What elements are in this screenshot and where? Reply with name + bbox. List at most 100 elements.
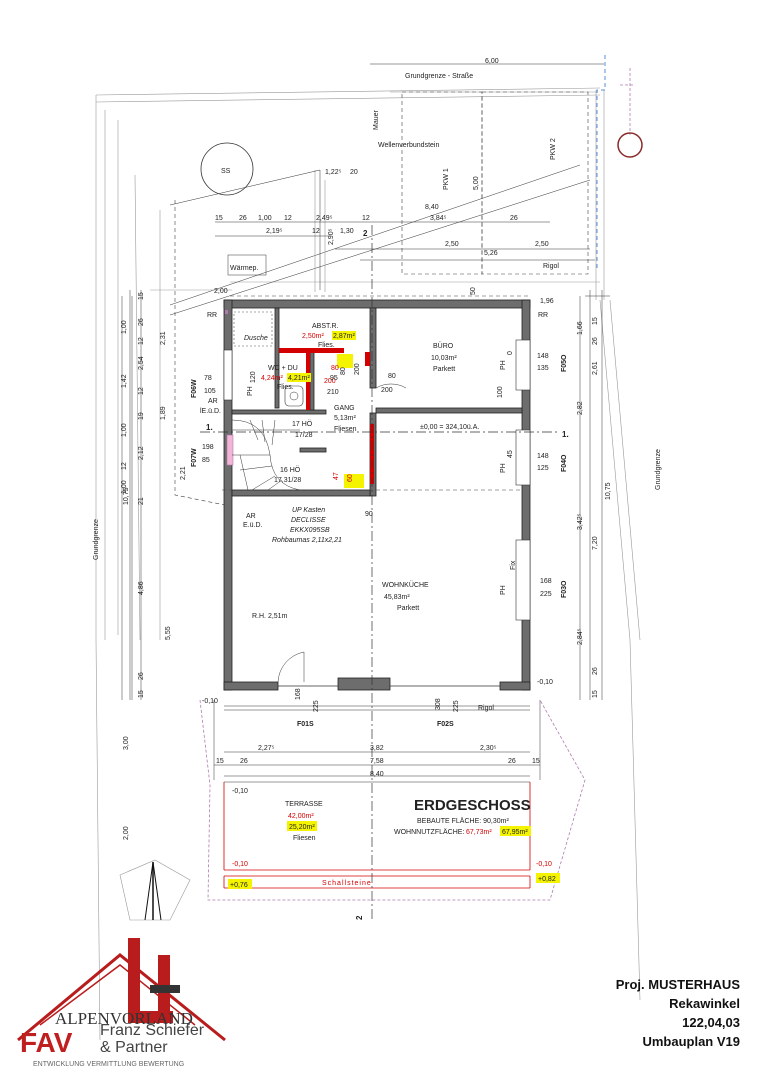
- window-f01s: F01S: [297, 721, 314, 728]
- svg-text:26: 26: [240, 758, 248, 765]
- svg-text:95: 95: [330, 375, 338, 382]
- svg-text:15: 15: [532, 758, 540, 765]
- svg-text:Fliesen: Fliesen: [293, 835, 316, 842]
- logo-fav: FAV: [20, 1027, 73, 1058]
- svg-text:225: 225: [313, 700, 320, 712]
- svg-text:8,40: 8,40: [370, 771, 384, 778]
- svg-text:198: 198: [202, 444, 214, 451]
- svg-text:PH: PH: [500, 360, 507, 370]
- plan-version: Umbauplan V19: [642, 1034, 740, 1049]
- svg-text:PH: PH: [500, 585, 507, 595]
- svg-text:-0,10: -0,10: [232, 788, 248, 795]
- svg-text:2,87m²: 2,87m²: [333, 333, 355, 340]
- svg-text:10,75: 10,75: [123, 487, 130, 505]
- label-schallsteine: Schallsteine: [322, 880, 372, 887]
- svg-text:Flies.: Flies.: [318, 342, 335, 349]
- svg-text:5,55: 5,55: [165, 626, 172, 640]
- svg-text:100: 100: [497, 386, 504, 398]
- window-f04o: F04O: [561, 454, 568, 472]
- plan-title: ERDGESCHOSS: [414, 797, 531, 814]
- svg-text:2,54: 2,54: [138, 356, 145, 370]
- svg-text:7,58: 7,58: [370, 758, 384, 765]
- svg-text:Fix: Fix: [510, 560, 517, 570]
- svg-text:85: 85: [202, 457, 210, 464]
- label-rr-left: RR: [207, 312, 217, 319]
- label-rigol-top: Rigol: [543, 263, 559, 270]
- svg-text:308: 308: [435, 698, 442, 710]
- section-marker-2-top: 2: [363, 229, 368, 238]
- svg-text:20: 20: [350, 169, 358, 176]
- wohnnutzflaeche-value: 67,73m²: [466, 829, 492, 836]
- svg-text:15: 15: [592, 690, 599, 698]
- svg-text:125: 125: [537, 465, 549, 472]
- svg-text:E.ü.D.: E.ü.D.: [243, 522, 263, 529]
- svg-text:15: 15: [592, 317, 599, 325]
- top-dimensions: 1,22⁵ 20 8,40 15 26 1,00 12 2,49⁵ 12 3,8…: [214, 169, 554, 305]
- svg-text:26: 26: [592, 337, 599, 345]
- svg-text:1,30: 1,30: [340, 228, 354, 235]
- svg-text:1,66: 1,66: [577, 321, 584, 335]
- room-gang: GANG 5,13m² Fliesen: [334, 405, 357, 433]
- svg-text:42,00m²: 42,00m²: [288, 813, 314, 820]
- svg-text:2,21: 2,21: [180, 466, 187, 480]
- dimension-lines: [121, 221, 590, 777]
- svg-text:Rohbaumas 2,11x2,21: Rohbaumas 2,11x2,21: [272, 537, 342, 544]
- svg-text:15: 15: [215, 215, 223, 222]
- section-marker-2-bottom: 2: [355, 915, 364, 920]
- label-rr-right: RR: [538, 312, 548, 319]
- window-f03o: F03O: [561, 580, 568, 598]
- svg-text:-0,10: -0,10: [536, 861, 552, 868]
- svg-text:2,31: 2,31: [160, 331, 167, 345]
- svg-text:148: 148: [537, 353, 549, 360]
- staircase: [231, 419, 301, 491]
- svg-text:UP Kasten: UP Kasten: [292, 507, 325, 514]
- building-walls: [223, 299, 531, 691]
- svg-text:AR: AR: [246, 513, 256, 520]
- level-zero: ±0,00 = 324,10ü.A.: [420, 424, 479, 431]
- section-marker-1-left: 1.: [206, 423, 213, 432]
- site-lines: [95, 63, 641, 1041]
- svg-text:0: 0: [507, 351, 514, 355]
- window-f02s: F02S: [437, 721, 454, 728]
- title-block: Proj. MUSTERHAUS Rekawinkel 122,04,03 Um…: [616, 977, 741, 1049]
- svg-text:2,82: 2,82: [577, 401, 584, 415]
- svg-text:+0,76: +0,76: [230, 882, 248, 889]
- section-marker-1-right: 1.: [562, 430, 569, 439]
- bebaute-flaeche: BEBAUTE FLÄCHE: 90,30m²: [417, 817, 509, 825]
- logo-partner: & Partner: [100, 1039, 168, 1056]
- room-buero: BÜRO 10,03m² Parkett: [431, 342, 457, 373]
- left-dimensions: 15 26 1,00 12 2,54 1,42 12 19 1,00 2,12 …: [121, 292, 187, 840]
- svg-text:PH: PH: [500, 463, 507, 473]
- svg-text:25,20m²: 25,20m²: [289, 824, 315, 831]
- window-f07w: F07W: [191, 448, 198, 467]
- svg-text:4,24m²: 4,24m²: [261, 375, 283, 382]
- label-ss: SS: [221, 168, 231, 175]
- room-wohnkueche: WOHNKÜCHE 45,83m² Parkett: [382, 581, 429, 612]
- svg-text:ABST.R.: ABST.R.: [312, 323, 339, 330]
- svg-text:WC + DU: WC + DU: [268, 365, 298, 372]
- svg-text:120: 120: [250, 371, 257, 383]
- svg-text:3,00: 3,00: [123, 736, 130, 750]
- svg-text:Dusche: Dusche: [244, 335, 268, 342]
- svg-text:3,84⁵: 3,84⁵: [430, 215, 447, 222]
- svg-text:1,00: 1,00: [258, 215, 272, 222]
- svg-text:8,40: 8,40: [425, 204, 439, 211]
- svg-text:60: 60: [347, 474, 354, 482]
- svg-text:-0,10: -0,10: [232, 861, 248, 868]
- svg-text:26: 26: [510, 215, 518, 222]
- svg-text:78: 78: [204, 375, 212, 382]
- svg-text:-0,10: -0,10: [202, 698, 218, 705]
- svg-text:10,75: 10,75: [605, 482, 612, 500]
- label-waermep: Wärmep.: [230, 265, 258, 272]
- svg-text:26: 26: [508, 758, 516, 765]
- svg-text:2,50m²: 2,50m²: [302, 333, 324, 340]
- svg-text:168: 168: [540, 578, 552, 585]
- opening-dimensions: 148 135 148 125 168 225 168 225 308 225 …: [202, 351, 552, 712]
- bottom-dimensions: 2,27⁵ 3,82 2,30⁵ 15 26 7,58 26 15 8,40: [216, 745, 540, 778]
- svg-text:2,00: 2,00: [214, 288, 228, 295]
- manhole-icon: [617, 132, 643, 158]
- svg-text:lE.ü.D.: lE.ü.D.: [200, 408, 221, 415]
- svg-text:1,42: 1,42: [121, 374, 128, 388]
- svg-text:12: 12: [121, 462, 128, 470]
